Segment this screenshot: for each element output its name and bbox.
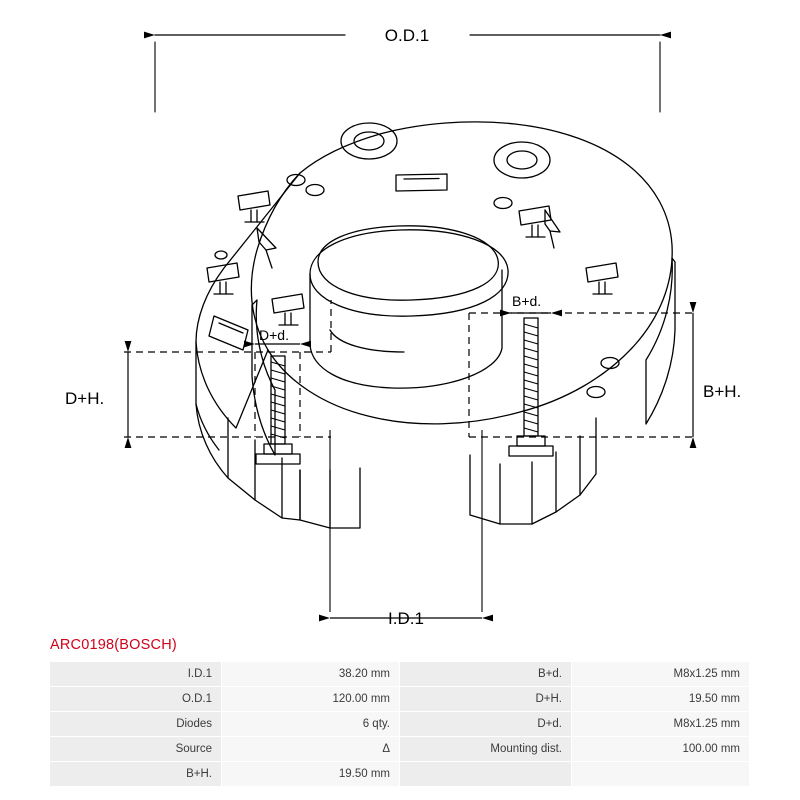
spec-value: 120.00 mm: [222, 687, 400, 712]
spec-value: 19.50 mm: [572, 687, 750, 712]
table-row: Diodes 6 qty.: [50, 712, 400, 737]
label-id1: I.D.1: [388, 609, 424, 628]
spec-key: [400, 762, 572, 787]
spec-key: D+H.: [400, 687, 572, 712]
spec-value: M8x1.25 mm: [572, 712, 750, 737]
spec-value: 19.50 mm: [222, 762, 400, 787]
table-row: I.D.1 38.20 mm: [50, 662, 400, 687]
spec-value: 100.00 mm: [572, 737, 750, 762]
label-bplus-h: B+H.: [703, 382, 741, 401]
specs-column-left: I.D.1 38.20 mm O.D.1 120.00 mm Diodes 6 …: [50, 662, 400, 787]
spec-key: D+d.: [400, 712, 572, 737]
spec-key: O.D.1: [50, 687, 222, 712]
specs-table: I.D.1 38.20 mm O.D.1 120.00 mm Diodes 6 …: [50, 662, 750, 787]
table-row: B+H. 19.50 mm: [50, 762, 400, 787]
label-od1: O.D.1: [385, 26, 429, 45]
spec-value: M8x1.25 mm: [572, 662, 750, 687]
spec-value: 6 qty.: [222, 712, 400, 737]
spec-key: B+d.: [400, 662, 572, 687]
spec-key: B+H.: [50, 762, 222, 787]
table-row: B+d. M8x1.25 mm: [400, 662, 750, 687]
spec-value: 38.20 mm: [222, 662, 400, 687]
label-dplus-d: D+d.: [259, 327, 289, 343]
table-row: Source Δ: [50, 737, 400, 762]
spec-value: [572, 762, 750, 787]
spec-key: Diodes: [50, 712, 222, 737]
spec-key: Mounting dist.: [400, 737, 572, 762]
specs-column-right: B+d. M8x1.25 mm D+H. 19.50 mm D+d. M8x1.…: [400, 662, 750, 787]
spec-key: Source: [50, 737, 222, 762]
label-dplus-h: D+H.: [65, 389, 104, 408]
spec-value: Δ: [222, 737, 400, 762]
table-row: O.D.1 120.00 mm: [50, 687, 400, 712]
table-row: D+d. M8x1.25 mm: [400, 712, 750, 737]
rectifier-technical-drawing: O.D.1 I.D.1 D+H. B+H. D+d. B+d.: [65, 26, 741, 628]
label-bplus-d: B+d.: [512, 293, 541, 309]
table-row: Mounting dist. 100.00 mm: [400, 737, 750, 762]
page-title: ARC0198(BOSCH): [50, 637, 177, 653]
table-row: D+H. 19.50 mm: [400, 687, 750, 712]
spec-key: I.D.1: [50, 662, 222, 687]
table-row: [400, 762, 750, 787]
